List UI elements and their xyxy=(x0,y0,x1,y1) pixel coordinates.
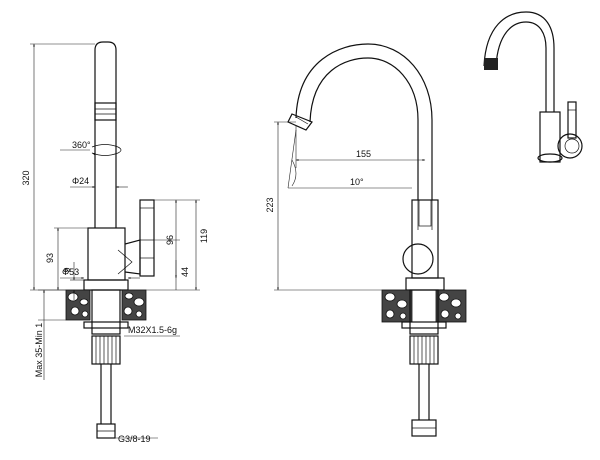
label-base-dia: Φ53 xyxy=(62,267,79,277)
nozzle-band xyxy=(94,102,117,121)
label-reach: 155 xyxy=(356,149,371,159)
label-base-h: 119 xyxy=(199,229,209,243)
label-spout-dia: Φ24 xyxy=(72,176,89,186)
front-threaded-section xyxy=(409,335,439,365)
handle-housing xyxy=(124,239,141,275)
countertop-section xyxy=(65,289,147,321)
mounting-shank xyxy=(91,289,121,335)
faucet-body xyxy=(87,227,126,281)
thumbnail-gooseneck xyxy=(483,11,555,112)
perspective-view xyxy=(483,11,583,163)
label-thread: M32X1.5-6g xyxy=(128,325,177,335)
threaded-section xyxy=(91,335,121,365)
front-countertop-section xyxy=(381,289,467,323)
handle-knob xyxy=(402,243,434,275)
label-angle: 10° xyxy=(350,177,364,187)
label-handle-h: 96 xyxy=(165,235,175,245)
label-hose-thread: G3/8-19 xyxy=(118,434,151,444)
lever-handle xyxy=(139,199,155,277)
thumbnail-lever xyxy=(567,101,577,139)
front-body xyxy=(411,199,439,279)
label-lower-h: 44 xyxy=(180,267,190,277)
thumbnail-nozzle xyxy=(484,58,498,70)
label-spout-height: 223 xyxy=(265,197,275,212)
front-view: 155 10° 223 xyxy=(265,43,467,437)
spout-pipe xyxy=(94,41,117,228)
side-view: 320 360° Φ24 96 119 93 44 9 Φ53 M32X1.5-… xyxy=(21,41,209,444)
label-rotation: 360° xyxy=(72,140,91,150)
gooseneck-spout xyxy=(295,43,433,200)
thumbnail-handle-knob xyxy=(557,133,583,159)
rotation-arrow xyxy=(91,144,122,156)
spout-nozzle xyxy=(287,113,313,131)
label-height-total: 320 xyxy=(21,170,31,185)
label-small-h: 9 xyxy=(62,267,72,272)
label-max-deck: Max 35-Min 1 xyxy=(34,323,44,378)
faucet-base xyxy=(83,279,129,291)
label-body-h: 93 xyxy=(45,253,55,263)
